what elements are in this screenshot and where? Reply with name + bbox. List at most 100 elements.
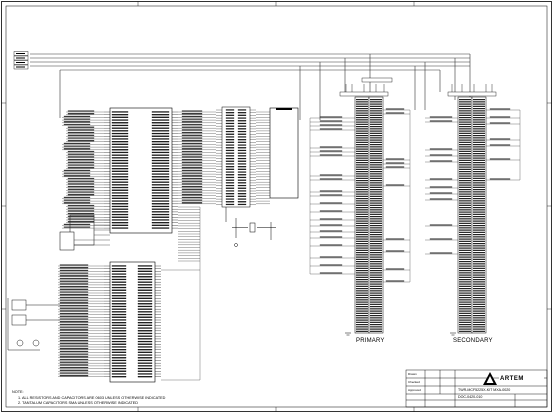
connector-pin [370,263,382,265]
net-label [181,137,203,139]
pin-label [151,178,170,181]
rnet-label [225,184,235,187]
connector-pin [459,103,471,105]
pin-label [111,162,129,164]
pin-label [111,273,127,275]
connector-pin [473,182,485,184]
rnet-label [225,163,235,165]
pin-label [111,330,127,332]
connector-pin [473,139,485,141]
pin-label [111,351,127,353]
connector-pin [370,308,382,310]
pin-label [151,205,170,208]
connector-pin [459,310,471,312]
net-label [489,122,511,124]
pin-label [111,203,129,205]
mcu-upper-left-nets [62,110,104,229]
connector-pin [370,164,382,166]
connector-pin [370,249,382,251]
connector-pin [356,238,368,240]
connector-pin [370,319,382,321]
rnet-label [225,195,235,197]
connector-pin [370,247,382,249]
connector-pin [370,261,382,263]
rnet-label [225,147,235,149]
pin-label [111,335,127,337]
pin-label [151,227,170,229]
connector-pin [370,189,382,191]
mcu-symbol-upper [104,107,178,234]
net-label [181,186,203,188]
connector-pin [473,234,485,236]
net-label [181,142,203,144]
net-label [181,140,203,142]
connector-pin [370,274,382,276]
pin-label [137,322,153,324]
rnet-label [225,198,235,200]
net-label [429,116,453,118]
connector-pin [473,114,485,116]
connector-pin [356,247,368,249]
connector-pin [459,128,471,130]
net-label [385,158,405,160]
connector-pin [370,139,382,141]
connector-pin [370,99,382,101]
net-label [319,202,343,204]
pin-label [151,222,170,224]
pin-label [111,151,129,154]
connector-pin [356,227,368,229]
net-label [429,192,453,194]
connector-pin [356,324,368,326]
connector-pin [370,200,382,202]
net-label [59,348,89,350]
primary-top-pins [339,77,393,97]
net-label [59,358,89,361]
connector-pin [356,101,368,103]
note-item-2: 2. TANTALUM CAPACITORS SMA UNLESS OTHERW… [18,401,138,405]
net-label [67,140,95,142]
connector-pin [356,297,368,299]
net-label [63,148,91,150]
secondary-top-pins [447,84,497,97]
rnet-label [237,203,247,206]
connector-pin [473,177,485,179]
connector-pin [370,101,382,103]
net-label [59,369,89,371]
pin-label [151,195,170,197]
pin-label [137,354,153,356]
connector-pin [370,117,382,119]
net-label [319,244,343,246]
connector-pin [459,258,471,260]
connector-pin [370,290,382,292]
connector-pin [356,99,368,101]
net-label [319,174,343,176]
pin-label [111,154,129,156]
rnet-label [225,128,235,130]
connector-pin [356,225,368,227]
connector-pin [356,189,368,191]
net-label [489,108,511,110]
rnet-label [225,187,235,189]
connector-pin [370,285,382,287]
connector-pin [356,114,368,116]
connector-pin [356,274,368,276]
net-label [59,323,89,325]
pin-label [137,308,153,310]
net-label [59,364,89,366]
net-label [181,153,203,155]
connector-pin [459,292,471,294]
connector-pin [370,231,382,233]
net-label [181,177,203,180]
net-label [319,146,343,148]
pin-label [137,295,153,297]
connector-pin [459,105,471,107]
pin-label [137,335,153,337]
pin-label [111,130,129,132]
connector-pin [356,128,368,130]
net-label [59,291,89,293]
connector-pin [459,288,471,290]
connector-pin [370,252,382,254]
pin-label [111,135,129,137]
connector-pin [459,263,471,265]
rnet-label [225,120,235,122]
